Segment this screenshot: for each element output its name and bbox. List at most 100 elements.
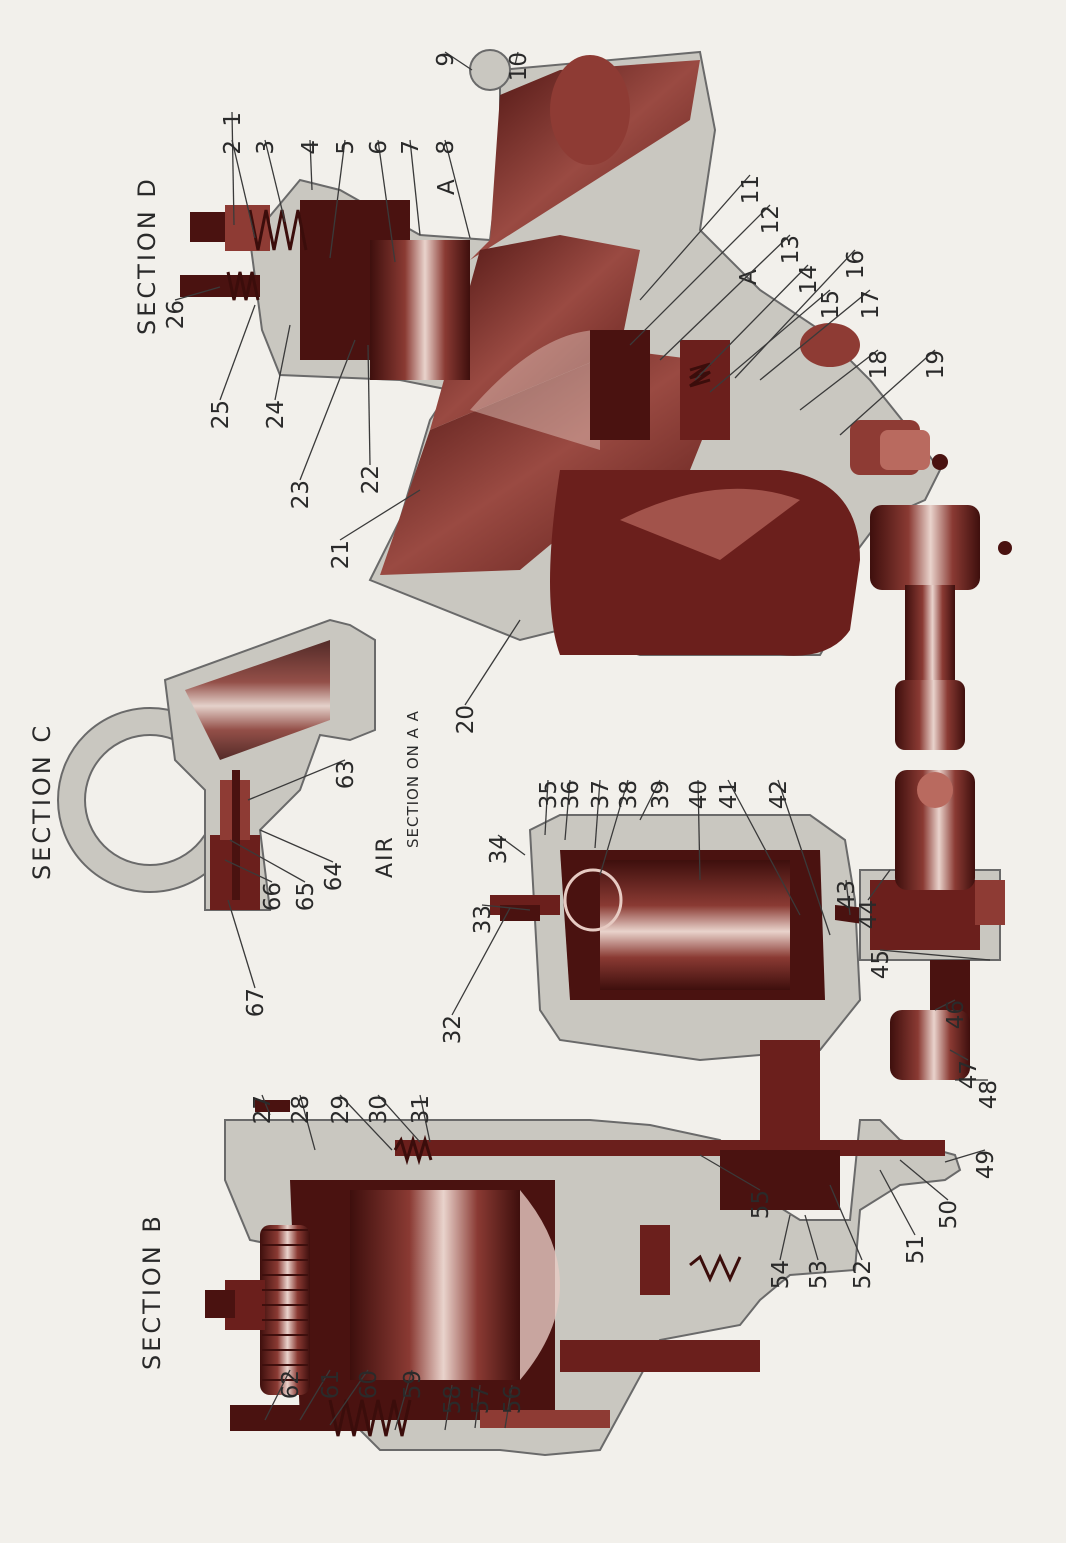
svg-text:SECTION ON A A: SECTION ON A A [404, 710, 422, 848]
callout-number: 19 [923, 350, 949, 379]
callout-46: 46 [943, 1000, 969, 1029]
leader-line-65 [229, 839, 306, 883]
leader-line-40 [697, 779, 701, 881]
callout-67: 67 [243, 988, 269, 1017]
callout-61: 61 [318, 1370, 344, 1399]
callout-number: 15 [818, 290, 844, 319]
callout-number: 45 [868, 950, 894, 979]
callout-number: 47 [956, 1060, 982, 1089]
callout-number: 25 [208, 400, 234, 429]
leader-line-20 [464, 619, 521, 706]
callout-33: 33 [470, 905, 496, 934]
leader-line-35 [544, 779, 549, 836]
callout-number: 57 [468, 1385, 494, 1414]
callout-40: 40 [686, 780, 712, 809]
callout-number: 50 [936, 1200, 962, 1229]
callout-35: 35 [536, 780, 562, 809]
leader-line-21 [339, 489, 421, 541]
callout-number: 17 [858, 290, 884, 319]
leader-line-11 [639, 174, 751, 301]
callout-number: 48 [976, 1080, 1002, 1109]
leader-line-38 [599, 779, 629, 876]
callout-number: 42 [766, 780, 792, 809]
leader-line-23 [299, 339, 356, 481]
callout-17: 17 [858, 290, 884, 319]
callout-15: 15 [818, 290, 844, 319]
callout-number: 12 [758, 205, 784, 234]
callout-number: 38 [616, 780, 642, 809]
leader-line-53 [804, 1214, 819, 1261]
callout-number: 26 [163, 300, 189, 329]
leader-line-33 [481, 904, 531, 911]
callout-number: 49 [973, 1150, 999, 1179]
callout-number: 10 [506, 52, 532, 81]
callout-47: 47 [956, 1060, 982, 1089]
callout-11: 11 [738, 175, 764, 204]
callout-42: 42 [766, 780, 792, 809]
callout-number: 22 [358, 465, 384, 494]
callout-number: 7 [398, 140, 424, 155]
leader-line-24 [274, 324, 291, 401]
callout-31: 31 [408, 1095, 434, 1124]
callout-44: 44 [856, 900, 882, 929]
leader-line-51 [879, 1169, 916, 1236]
callout-number: 1 [220, 112, 246, 127]
callout-1: 1 [220, 112, 246, 127]
callout-number: 43 [834, 880, 860, 909]
callout-number: 35 [536, 780, 562, 809]
callout-65: 65 [293, 882, 319, 911]
callout-number: 51 [903, 1235, 929, 1264]
leader-line-10 [514, 51, 519, 66]
leader-line-61 [299, 1369, 331, 1421]
callout-number: 9 [433, 52, 459, 67]
float-chamber-assembly [490, 770, 1005, 1150]
callout-57: 57 [468, 1385, 494, 1414]
callout-52: 52 [850, 1260, 876, 1289]
leader-line-64 [259, 829, 334, 863]
leader-line-12 [629, 204, 771, 346]
svg-text:SECTION B: SECTION B [138, 1213, 166, 1370]
leader-line-2 [231, 139, 256, 239]
leader-line-44 [867, 869, 891, 901]
leader-line-6 [377, 139, 396, 263]
callout-number: 29 [328, 1095, 354, 1124]
callout-number: 62 [278, 1370, 304, 1399]
callout-4: 4 [298, 140, 324, 155]
leader-line-34 [497, 834, 526, 856]
leader-line-50 [899, 1159, 949, 1201]
leader-line-45 [879, 949, 991, 961]
leader-line-4 [309, 139, 313, 191]
leader-line-67 [227, 899, 256, 989]
callout-45: 45 [868, 950, 894, 979]
callout-55: 55 [748, 1190, 774, 1219]
callout-number: 52 [850, 1260, 876, 1289]
callout-41: 41 [716, 780, 742, 809]
leader-line-39 [639, 779, 661, 821]
leader-line-42 [777, 779, 831, 936]
section-c-assembly [57, 618, 376, 911]
callout-number: 31 [408, 1095, 434, 1124]
svg-text:SECTION C: SECTION C [28, 723, 56, 880]
leader-line-1 [231, 111, 235, 226]
leader-line-58 [444, 1384, 453, 1431]
svg-text:AIR: AIR [373, 835, 398, 878]
callout-21: 21 [328, 540, 354, 569]
callout-26: 26 [163, 300, 189, 329]
leader-line-37 [594, 779, 601, 849]
callout-14: 14 [796, 265, 822, 294]
callout-number: 54 [768, 1260, 794, 1289]
callout-number: 55 [748, 1190, 774, 1219]
leader-line-5 [329, 139, 346, 259]
callout-number: 13 [778, 235, 804, 264]
callout-66: 66 [260, 882, 286, 911]
leader-line-47 [949, 1049, 969, 1061]
callout-number: 56 [500, 1385, 526, 1414]
callout-number: 23 [288, 480, 314, 509]
leader-line-19 [839, 349, 936, 436]
callout-29: 29 [328, 1095, 354, 1124]
leader-line-62 [264, 1369, 291, 1421]
callout-number: 16 [843, 250, 869, 279]
label-a-top: A [434, 179, 460, 195]
callout-number: 53 [806, 1260, 832, 1289]
callout-number: 11 [738, 175, 764, 204]
